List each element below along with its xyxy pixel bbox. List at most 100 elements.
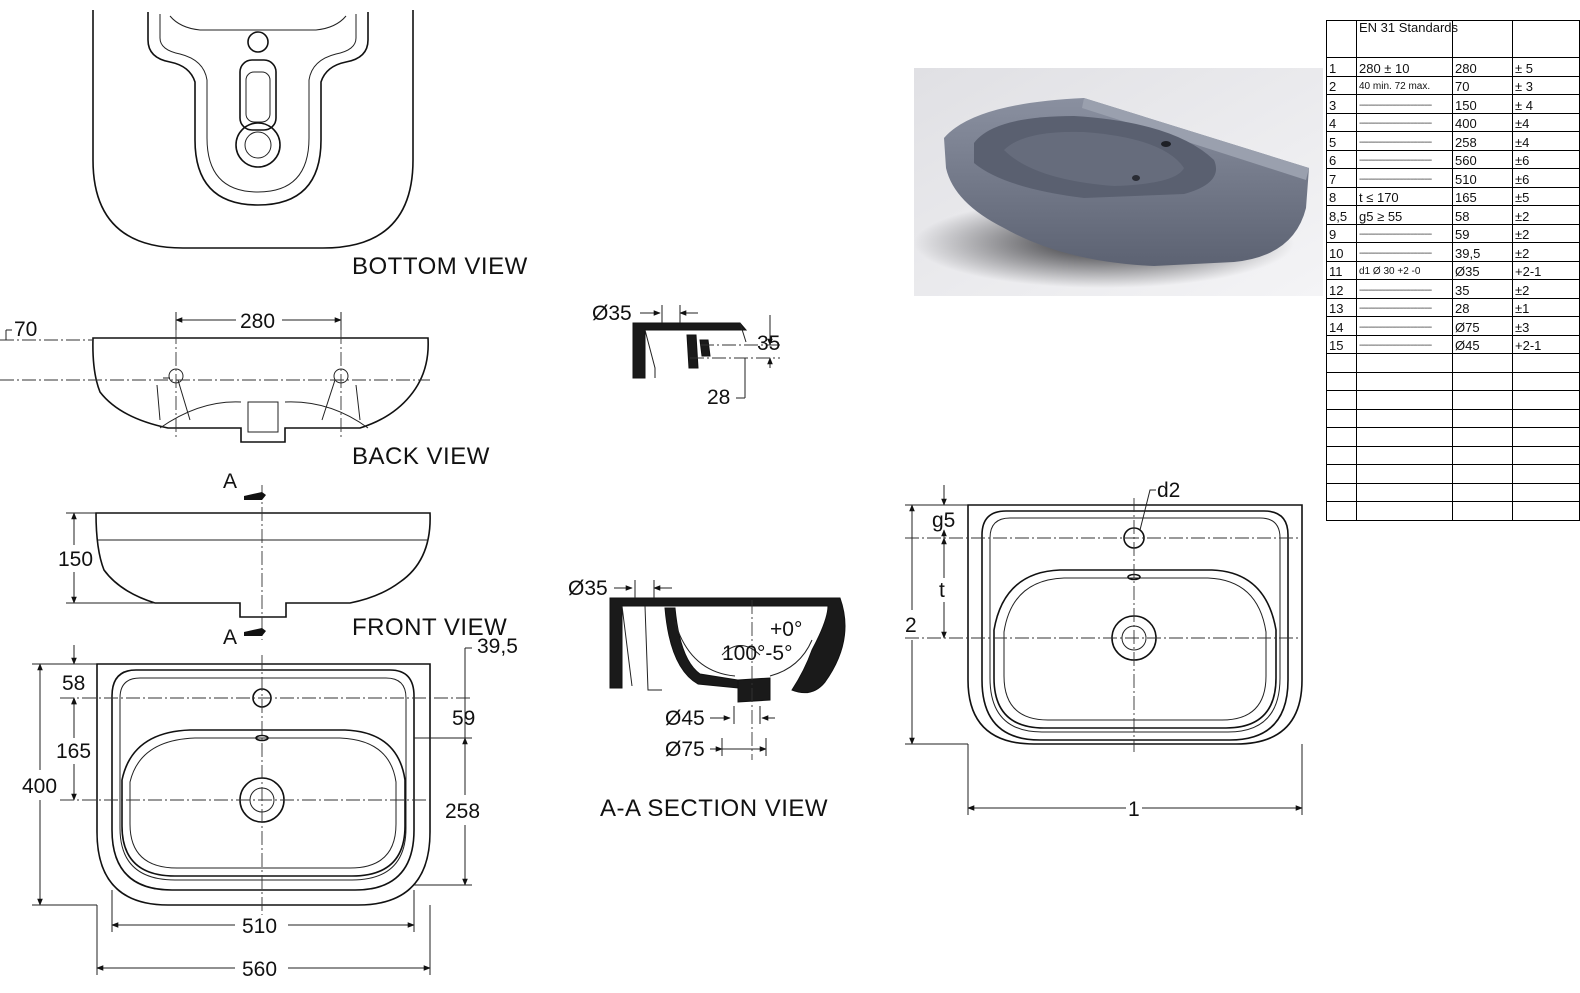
dim-section-d75: Ø75 xyxy=(665,738,705,761)
standards-cell-standard: 40 min. 72 max. xyxy=(1356,75,1453,95)
ref-dim-1: 1 xyxy=(1128,798,1140,821)
basin-bowl-inner xyxy=(1004,131,1184,186)
ref-dim-t: t xyxy=(939,579,945,602)
standards-cell-tol: +2-1 xyxy=(1512,260,1580,280)
standards-empty-cell xyxy=(1356,427,1453,447)
standards-empty-cell xyxy=(1512,408,1580,428)
section-marker-bottom: A xyxy=(223,626,237,649)
standards-cell-tol: ±2 xyxy=(1512,279,1580,299)
standards-cell-tol: ±5 xyxy=(1512,186,1580,206)
header-tolerance xyxy=(1512,20,1580,58)
standards-row: 6-------------------------------560±6 xyxy=(1326,149,1580,169)
standards-cell-value: 400 xyxy=(1452,112,1513,132)
header-value xyxy=(1452,20,1513,58)
standards-empty-cell xyxy=(1512,445,1580,465)
standards-empty-cell xyxy=(1452,371,1513,391)
standards-empty-cell xyxy=(1452,464,1513,484)
dim-detail-d35: Ø35 xyxy=(592,302,632,325)
standards-cell-standard: d1 Ø 30 +2 -0 xyxy=(1356,260,1453,280)
standards-empty-cell xyxy=(1512,482,1580,502)
section-angle: 100°-5° xyxy=(722,642,793,665)
standards-cell-no: 15 xyxy=(1326,334,1357,354)
standards-cell-tol: ± 5 xyxy=(1512,57,1580,77)
standards-cell-no: 4 xyxy=(1326,112,1357,132)
standards-empty-cell xyxy=(1356,464,1453,484)
standards-cell-tol: ±3 xyxy=(1512,316,1580,336)
standards-empty-cell xyxy=(1326,464,1357,484)
ref-dim-d2: d2 xyxy=(1157,479,1180,502)
standards-empty-cell xyxy=(1512,464,1580,484)
standards-cell-no: 9 xyxy=(1326,223,1357,243)
standards-empty-row xyxy=(1326,371,1580,391)
standards-cell-standard: ------------------------------- xyxy=(1356,149,1453,169)
standards-cell-standard: ------------------------------- xyxy=(1356,297,1453,317)
dim-58: 58 xyxy=(62,672,85,695)
standards-empty-row xyxy=(1326,445,1580,465)
overflow-hole xyxy=(1132,175,1140,181)
standards-empty-row xyxy=(1326,390,1580,410)
dim-280-back: 280 xyxy=(240,310,275,333)
standards-empty-cell xyxy=(1512,427,1580,447)
standards-empty-cell xyxy=(1356,408,1453,428)
standards-cell-standard: ------------------------------- xyxy=(1356,279,1453,299)
standards-cell-tol: ± 3 xyxy=(1512,75,1580,95)
standards-empty-cell xyxy=(1326,482,1357,502)
basin-3d-render xyxy=(914,68,1323,296)
standards-cell-no: 2 xyxy=(1326,75,1357,95)
dim-70-back: 70 xyxy=(14,318,37,341)
ref-dim-2: 2 xyxy=(905,614,917,637)
ref-dim-g5: g5 xyxy=(932,509,955,532)
a-a-section-view: Ø35 Ø45 Ø75 +0° 100°-5° A-A SECTION VIEW xyxy=(568,577,846,822)
standards-empty-cell xyxy=(1356,482,1453,502)
standards-cell-tol: ± 4 xyxy=(1512,94,1580,114)
standards-cell-standard: t ≤ 170 xyxy=(1356,186,1453,206)
standards-empty-cell xyxy=(1512,353,1580,373)
standards-cell-tol: ±2 xyxy=(1512,205,1580,225)
standards-empty-cell xyxy=(1452,501,1513,521)
standards-cell-standard: ------------------------------- xyxy=(1356,316,1453,336)
dim-59: 59 xyxy=(452,707,475,730)
standards-cell-no: 7 xyxy=(1326,168,1357,188)
standards-empty-cell xyxy=(1326,501,1357,521)
standards-empty-cell xyxy=(1326,427,1357,447)
standards-cell-value: 280 xyxy=(1452,57,1513,77)
standards-cell-value: 35 xyxy=(1452,279,1513,299)
standards-cell-standard: ------------------------------- xyxy=(1356,334,1453,354)
back-view: 280 70 BACK VIEW xyxy=(0,310,490,470)
standards-cell-value: 70 xyxy=(1452,75,1513,95)
standards-empty-cell xyxy=(1512,390,1580,410)
standards-cell-tol: +2-1 xyxy=(1512,334,1580,354)
standards-cell-value: Ø45 xyxy=(1452,334,1513,354)
standards-row: 3-------------------------------150± 4 xyxy=(1326,94,1580,114)
standards-empty-cell xyxy=(1326,390,1357,410)
standards-cell-no: 13 xyxy=(1326,297,1357,317)
standards-empty-cell xyxy=(1356,371,1453,391)
overflow-detail: Ø35 35 28 xyxy=(592,302,780,409)
standards-empty-row xyxy=(1326,482,1580,502)
standards-row: 9-------------------------------59±2 xyxy=(1326,223,1580,243)
standards-cell-no: 8 xyxy=(1326,186,1357,206)
tap-hole xyxy=(1161,141,1171,147)
standards-empty-cell xyxy=(1452,353,1513,373)
standards-cell-standard: ------------------------------- xyxy=(1356,112,1453,132)
standards-cell-standard: g5 ≥ 55 xyxy=(1356,205,1453,225)
standards-empty-cell xyxy=(1512,371,1580,391)
bottom-view: BOTTOM VIEW xyxy=(92,10,527,280)
standards-cell-standard: ------------------------------- xyxy=(1356,168,1453,188)
standards-empty-cell xyxy=(1452,445,1513,465)
standards-empty-row xyxy=(1326,464,1580,484)
standards-empty-row xyxy=(1326,353,1580,373)
standards-row: 15-------------------------------Ø45+2-1 xyxy=(1326,334,1580,354)
standards-cell-tol: ±1 xyxy=(1512,297,1580,317)
standards-empty-cell xyxy=(1452,390,1513,410)
standards-cell-no: 6 xyxy=(1326,149,1357,169)
dim-detail-35: 35 xyxy=(757,332,780,355)
standards-empty-cell xyxy=(1512,501,1580,521)
standards-cell-value: 165 xyxy=(1452,186,1513,206)
reference-plan-view: 2 g5 t 1 d2 xyxy=(905,479,1303,821)
back-view-label: BACK VIEW xyxy=(352,443,490,470)
standards-cell-no: 3 xyxy=(1326,94,1357,114)
dim-section-d35: Ø35 xyxy=(568,577,608,600)
